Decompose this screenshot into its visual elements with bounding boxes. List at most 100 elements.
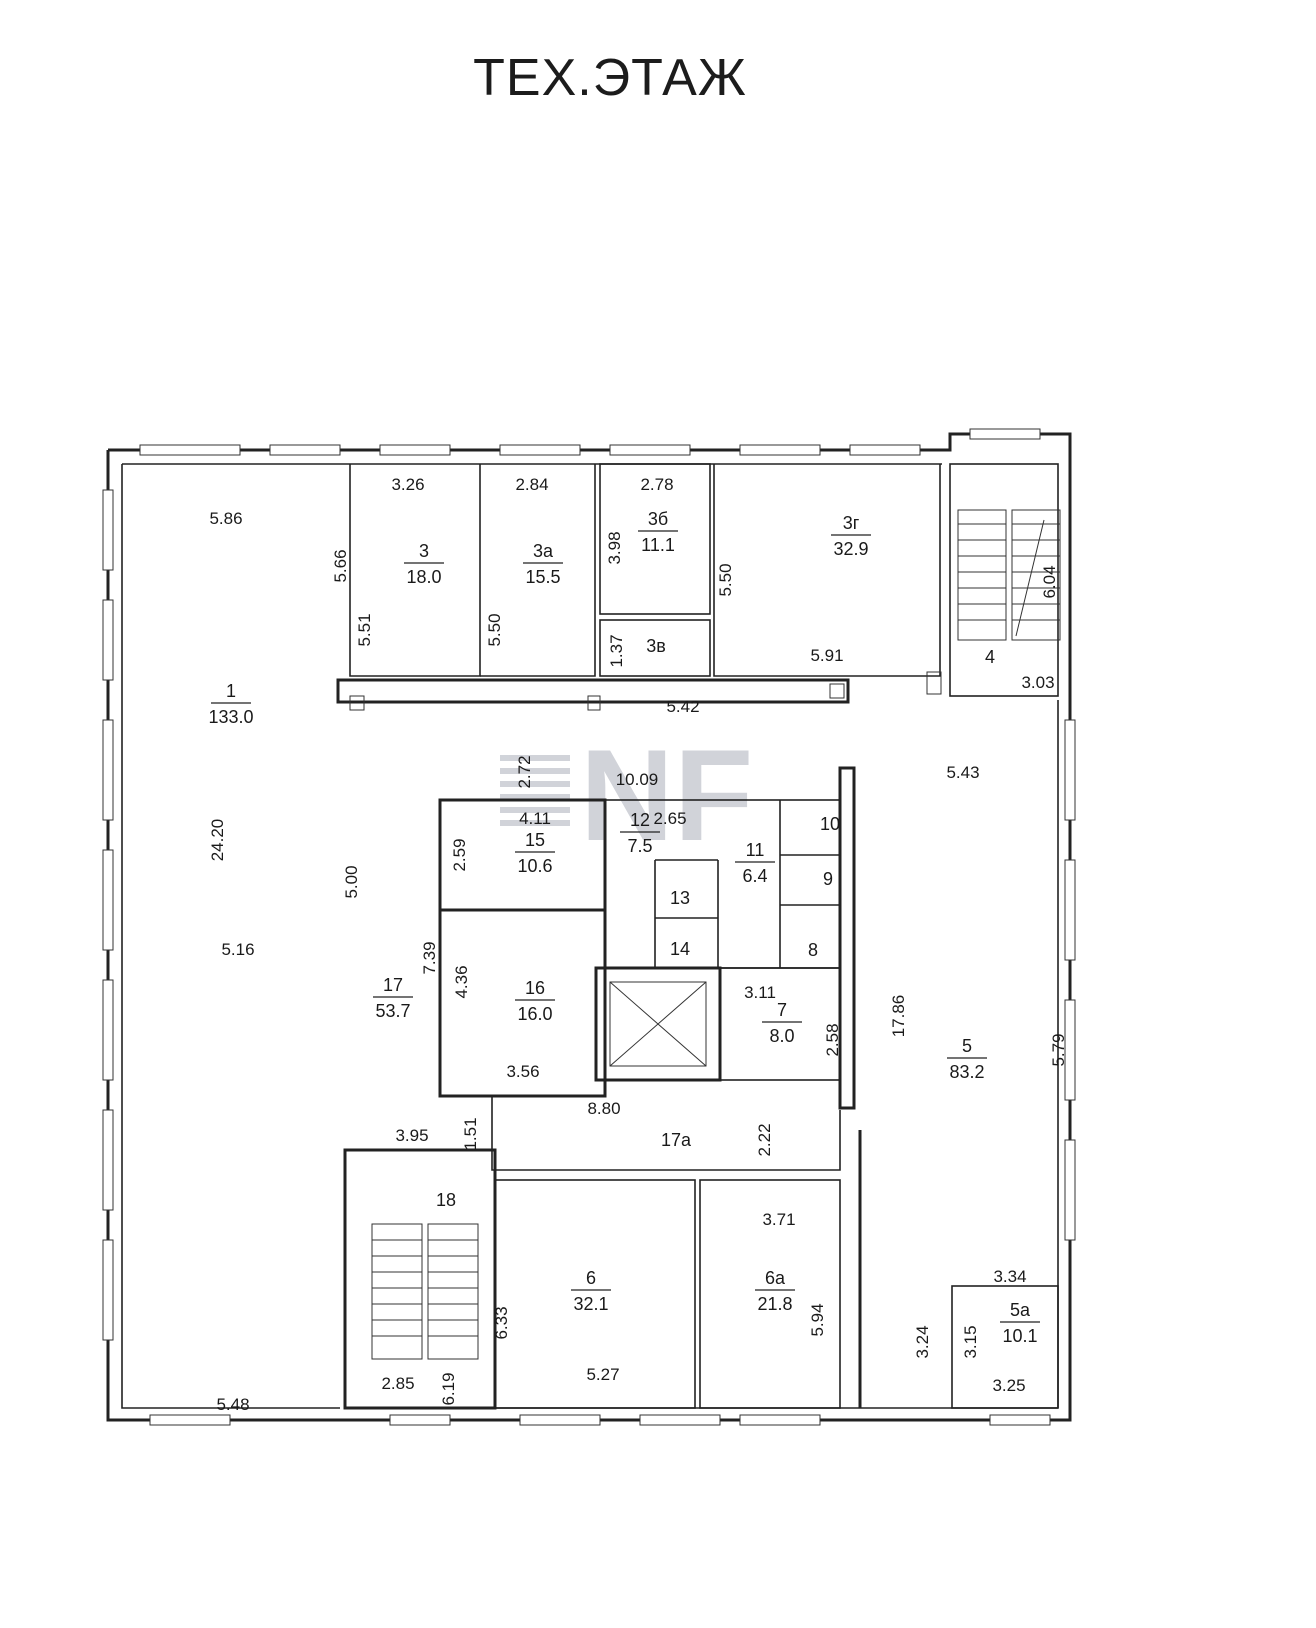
dimension-label: 5.51 xyxy=(355,613,374,646)
dimension-label: 1.51 xyxy=(461,1117,480,1150)
dimension-label: 17.86 xyxy=(889,995,908,1038)
dimension-label: 5.50 xyxy=(485,613,504,646)
room-area: 133.0 xyxy=(208,707,253,727)
room-area: 21.8 xyxy=(757,1294,792,1314)
dimension-label: 5.91 xyxy=(810,646,843,665)
room-number: 13 xyxy=(670,888,690,908)
room-6а: 6а 21.8 xyxy=(755,1268,795,1314)
dimension-label: 7.39 xyxy=(420,941,439,974)
dimension-label: 6.19 xyxy=(439,1372,458,1405)
dimension-label: 3.56 xyxy=(506,1062,539,1081)
dimension-label: 3.11 xyxy=(744,983,776,1002)
room-number: 14 xyxy=(670,939,690,959)
room-14: 14 xyxy=(670,939,690,959)
room-11: 116.4 xyxy=(735,840,775,886)
room-number: 5 xyxy=(962,1036,972,1056)
watermark-logo: NF xyxy=(500,722,753,868)
room-area: 8.0 xyxy=(769,1026,794,1046)
room-number: 3а xyxy=(533,541,554,561)
dimension-label: 2.72 xyxy=(515,755,534,788)
dimension-label: 5.79 xyxy=(1049,1033,1068,1066)
dimension-label: 2.58 xyxy=(823,1023,842,1056)
room-9: 9 xyxy=(823,869,833,889)
dimension-label: 2.85 xyxy=(381,1374,414,1393)
dimension-label: 5.50 xyxy=(716,563,735,596)
dimension-label: 3.95 xyxy=(395,1126,428,1145)
dimension-label: 3.03 xyxy=(1021,673,1054,692)
dimension-label: 3.24 xyxy=(913,1325,932,1358)
room-3: 318.0 xyxy=(404,541,444,587)
room-area: 53.7 xyxy=(375,1001,410,1021)
room-number: 5а xyxy=(1010,1300,1031,1320)
top-rooms-walls xyxy=(336,463,1059,711)
room-number: 16 xyxy=(525,978,545,998)
dimension-label: 5.42 xyxy=(666,697,699,716)
room-number: 17а xyxy=(661,1130,692,1150)
dimension-label: 10.09 xyxy=(616,770,659,789)
windows xyxy=(102,428,1076,1426)
room-number: 9 xyxy=(823,869,833,889)
room-area: 10.6 xyxy=(517,856,552,876)
room-number: 3г xyxy=(843,513,860,533)
room-area: 32.9 xyxy=(833,539,868,559)
dimension-label: 24.20 xyxy=(208,819,227,862)
dimension-label: 5.86 xyxy=(209,509,242,528)
dimension-label: 6.04 xyxy=(1040,565,1059,598)
room-6: 632.1 xyxy=(571,1268,611,1314)
dimension-label: 3.26 xyxy=(391,475,424,494)
room-labels: 1133.0318.03а15.53б11.13в3г32.94583.25а1… xyxy=(208,509,1040,1346)
room-area: 83.2 xyxy=(949,1062,984,1082)
dimension-label: 5.43 xyxy=(946,763,979,782)
dimension-label: 3.98 xyxy=(605,531,624,564)
dimension-label: 5.66 xyxy=(331,549,350,582)
room-number: 11 xyxy=(746,840,765,860)
dimension-label: 4.11 xyxy=(519,809,551,828)
room-number: 17 xyxy=(383,975,403,995)
stair-4 xyxy=(957,509,1061,641)
room-area: 10.1 xyxy=(1002,1326,1037,1346)
room-7: 78.0 xyxy=(762,1000,802,1046)
room-number: 4 xyxy=(985,647,995,667)
bottom-rooms-walls xyxy=(343,1130,1059,1410)
dimension-label: 5.00 xyxy=(342,865,361,898)
room-17: 17 53.7 xyxy=(373,975,413,1021)
room-number: 3 xyxy=(419,541,429,561)
dimension-label: 5.48 xyxy=(216,1395,249,1414)
dimension-label: 5.16 xyxy=(221,940,254,959)
room-13: 13 xyxy=(670,888,690,908)
room-8: 8 xyxy=(808,940,818,960)
dimension-label: 2.59 xyxy=(450,838,469,871)
dimension-label: 3.15 xyxy=(961,1325,980,1358)
room-area: 18.0 xyxy=(406,567,441,587)
dimension-label: 3.34 xyxy=(993,1267,1026,1286)
room-number: 12 xyxy=(630,810,650,830)
room-3г: 3г 32.9 xyxy=(831,513,871,559)
dimension-label: 3.25 xyxy=(992,1376,1025,1395)
dimension-label: 5.27 xyxy=(586,1365,619,1384)
room-number: 18 xyxy=(436,1190,456,1210)
room-number: 3б xyxy=(648,509,668,529)
room-area: 32.1 xyxy=(573,1294,608,1314)
room-area: 6.4 xyxy=(742,866,767,886)
room-number: 3в xyxy=(646,636,666,656)
room-number: 1 xyxy=(226,681,236,701)
room-area: 16.0 xyxy=(517,1004,552,1024)
room-12: 127.5 xyxy=(620,810,660,856)
dimension-label: 8.80 xyxy=(587,1099,620,1118)
room-5а: 5а 10.1 xyxy=(1000,1300,1040,1346)
dimension-label: 4.36 xyxy=(452,965,471,998)
room-number: 6а xyxy=(765,1268,786,1288)
plan-title: ТЕХ.ЭТАЖ xyxy=(473,49,747,107)
watermark-text: NF xyxy=(580,722,753,868)
room-4: 4 xyxy=(985,647,995,667)
room-1: 1 133.0 xyxy=(208,681,253,727)
dimension-label: 2.84 xyxy=(515,475,548,494)
room-area: 7.5 xyxy=(627,836,652,856)
room-number: 8 xyxy=(808,940,818,960)
dimension-label: 3.71 xyxy=(762,1210,795,1229)
room-17а: 17а xyxy=(661,1130,692,1150)
